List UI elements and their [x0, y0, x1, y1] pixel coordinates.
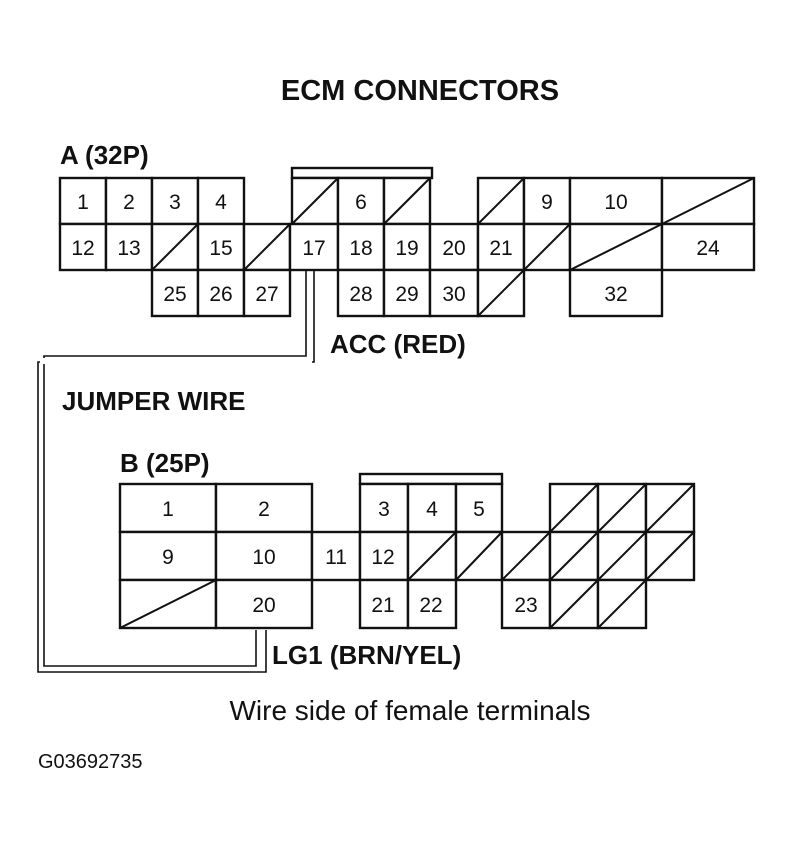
connector-b: 1 2 3 4 5 9 10 11 12 20 21 22 23	[118, 472, 696, 630]
a-terminal: 20	[442, 237, 465, 260]
jumper-wire-label: JUMPER WIRE	[62, 386, 245, 416]
b-terminal: 20	[252, 594, 275, 617]
a-terminal: 25	[163, 283, 186, 306]
b-terminal: 23	[514, 594, 537, 617]
a-terminal: 10	[604, 191, 627, 214]
connector-a: 1 2 3 4 6 9 10 12 13 15 17 18 19 20 21 2…	[58, 166, 756, 318]
a-terminal: 24	[696, 237, 720, 260]
b-terminal: 5	[473, 498, 485, 521]
figure-id: G03692735	[38, 751, 143, 773]
b-terminal: 10	[252, 546, 275, 569]
jumper-wire-outline	[43, 270, 307, 667]
acc-wire-label: ACC (RED)	[330, 329, 466, 359]
connector-b-label: B (25P)	[120, 448, 210, 478]
connector-b-lock-tab	[358, 472, 504, 486]
b-terminal: 2	[258, 498, 270, 521]
diagram-title: ECM CONNECTORS	[281, 75, 559, 107]
b-terminal: 12	[371, 546, 394, 569]
connector-a-label: A (32P)	[60, 140, 149, 170]
a-terminal: 15	[209, 237, 232, 260]
b-terminal: 22	[419, 594, 442, 617]
a-terminal: 30	[442, 283, 465, 306]
b-terminal: 9	[162, 546, 174, 569]
a-terminal: 21	[489, 237, 512, 260]
a-terminal: 26	[209, 283, 232, 306]
caption: Wire side of female terminals	[229, 695, 590, 726]
a-terminal: 28	[349, 283, 372, 306]
a-terminal: 1	[77, 191, 89, 214]
lg1-wire-label: LG1 (BRN/YEL)	[272, 640, 461, 670]
a-terminal: 29	[395, 283, 418, 306]
a-terminal: 9	[541, 191, 553, 214]
connector-a-lock-tab	[290, 166, 434, 180]
a-terminal: 27	[255, 283, 278, 306]
jumper-wire	[37, 270, 315, 673]
a-terminal: 13	[117, 237, 140, 260]
a-terminal: 18	[349, 237, 372, 260]
a-terminal: 19	[395, 237, 418, 260]
b-terminal: 1	[162, 498, 174, 521]
a-terminal: 32	[604, 283, 627, 306]
b-terminal: 21	[371, 594, 394, 617]
b-terminal: 11	[325, 546, 347, 569]
a-terminal: 3	[169, 191, 181, 214]
a-terminal: 17	[302, 237, 325, 260]
a-terminal: 6	[355, 191, 367, 214]
a-terminal: 2	[123, 191, 135, 214]
b-terminal: 3	[378, 498, 390, 521]
b-terminal: 4	[426, 498, 438, 521]
a-terminal: 4	[215, 191, 227, 214]
a-terminal: 12	[71, 237, 94, 260]
